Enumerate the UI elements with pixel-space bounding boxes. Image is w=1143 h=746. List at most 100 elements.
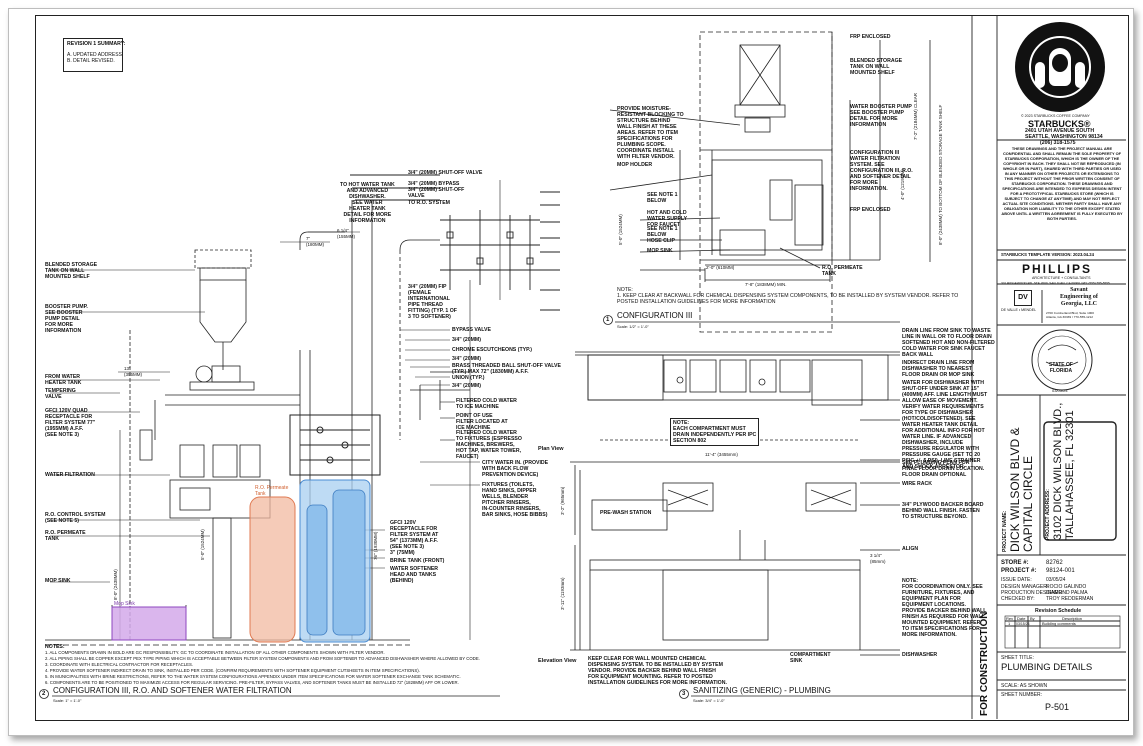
- disclaimer-text: THESE DRAWINGS AND THE PROJECT MANUAL AR…: [1001, 146, 1123, 221]
- s-plywood: 3/4" PLYWOOD BACKER BOARD BEHIND WALL FI…: [902, 502, 984, 520]
- note-item: 5. IN MUNICIPALITIES WITH BRINE RESTRICT…: [45, 674, 461, 679]
- label-brine-tank: BRINE TANK (FRONT): [390, 558, 445, 564]
- note-item: 1. ALL COMPONENTS DRAWN IN BOLD ARE GC R…: [45, 650, 385, 655]
- scale-config-ro: Scale: 1" = 1'-0": [53, 698, 82, 703]
- dim-76: 76" (1930MM): [373, 531, 378, 560]
- revision-summary-title: REVISION 1 SUMMARY:: [67, 41, 126, 47]
- label-city-water: CITY WATER IN. (PROVIDE WITH BACK FLOW P…: [482, 460, 549, 478]
- siren-icon: [1029, 36, 1091, 98]
- architect-name: PHILLIPS: [1022, 262, 1093, 276]
- c3-ro-permeate: R.O. PERMEATE TANK: [822, 265, 863, 277]
- s-floor-drain: SEE PLUMBING PLAN FOR FINAL FLOOR DRAIN …: [902, 460, 985, 478]
- seal-text: STATE OF FLORIDA: [1049, 362, 1073, 374]
- s-dim-11-4: 11'-4" (3455mm): [705, 452, 738, 457]
- label-34-c: 3/4" (20MM): [452, 383, 481, 389]
- c3-config-system: CONFIGURATION III WATER FILTRATION SYSTE…: [850, 150, 913, 192]
- c3-see-note-a: SEE NOTE 1 BELOW: [647, 192, 678, 204]
- engineer-sub: 2700 Cumberland Blvd, Suite 1000 Atlanta…: [1046, 311, 1094, 319]
- s-dim-3-2: 3'-2" (965mm): [560, 486, 565, 515]
- project-address-label: PROJECT ADDRESS:: [1045, 489, 1051, 540]
- label-34-a: 3/4" (20MM): [452, 337, 481, 343]
- design-manager-label: DESIGN MANAGER:: [1001, 584, 1049, 590]
- note-item: 6. COMPONENTS ARE TO BE POSITIONED TO MA…: [45, 680, 459, 685]
- label-pou-filter: POINT OF USE FILTER LOCATED AT ICE MACHI…: [456, 413, 508, 431]
- c3-note: NOTE: 1. KEEP CLEAR AT BACKWALL FOR CHEM…: [617, 287, 959, 305]
- project-label: PROJECT #:: [1001, 568, 1037, 574]
- title-num-3: 3: [682, 691, 686, 697]
- dim-13: 13" (355MM): [124, 366, 143, 377]
- sheet-title-label: SHEET TITLE:: [1001, 655, 1034, 661]
- s-dim-3-14: 3 1/4" (85mm): [870, 553, 886, 564]
- label-gfci-quad: GFCI 120V QUAD RECEPTACLE FOR FILTER SYS…: [45, 408, 96, 438]
- c3-dim-7-2: 7'-2" (2184MM) CLEAR: [913, 93, 918, 140]
- s-note-box: NOTE: EACH COMPARTMENT MUST DRAIN INDEPE…: [670, 418, 760, 446]
- label-ball-valve: BRASS THREADED BALL SHUT-OFF VALVE (TYP.…: [452, 363, 561, 375]
- sheet-number: P-501: [1045, 702, 1070, 712]
- c3-booster: WATER BOOSTER PUMP SEE BOOSTER PUMP DETA…: [850, 104, 912, 128]
- checked-by-label: CHECKED BY:: [1001, 596, 1035, 602]
- sheet-title: PLUMBING DETAILS: [1001, 662, 1093, 673]
- label-from-water-heater: FROM WATER HEATER TANK: [45, 374, 82, 386]
- dv-caption: DE VALLE • MENDEL: [1001, 308, 1037, 312]
- s-drain-line: DRAIN LINE FROM SINK TO WASTE LINE IN WA…: [902, 328, 992, 340]
- label-3-inch: 3" (75MM): [390, 550, 415, 556]
- rev-header-description: Description: [1062, 616, 1083, 621]
- architect-address: 301 RIDGEWOOD RD, STE 2000, SAN JUAN, CA…: [1001, 281, 1110, 285]
- label-shutoff-2: 3/4" (20MM) SHUT-OFF VALVE: [408, 187, 465, 199]
- label-ro-control: R.O. CONTROL SYSTEM (SEE NOTE 5): [45, 512, 106, 524]
- company-address1: 2401 UTAH AVENUE SOUTH: [1025, 128, 1095, 134]
- company-phone: (206) 318-1575: [1040, 140, 1076, 146]
- project-number: 98124-001: [1046, 568, 1075, 574]
- scale-sanitizing: Scale: 3/4" = 1'-0": [693, 698, 725, 703]
- production-designer-label: PRODUCTION DESIGNER:: [1001, 590, 1064, 596]
- scale-text: SCALE: AS SHOWN: [1001, 683, 1048, 689]
- c3-moisture: PROVIDE MOISTURE- RESISTANT BLOCKING TO …: [617, 106, 684, 160]
- revision-item: B. DETAIL REVISED.: [67, 58, 115, 64]
- seal-date: 03/05/24: [1052, 388, 1068, 393]
- company-name: STARBUCKS®: [1028, 119, 1091, 129]
- dim-6-14: 6 1/4" (155MM): [337, 228, 356, 239]
- label-booster-pump: BOOSTER PUMP. SEE BOOSTER PUMP DETAIL FO…: [45, 304, 88, 334]
- s-note-right: NOTE: FOR COORDINATION ONLY. SEE FURNITU…: [902, 578, 987, 638]
- c3-mop-sink: MOP SINK: [647, 248, 673, 254]
- revision-schedule-title: Revision Schedule: [1035, 608, 1082, 614]
- label-to-fixtures: FILTERED COLD WATER TO FIXTURES (ESPRESS…: [456, 430, 522, 460]
- label-blended-storage: BLENDED STORAGE TANK ON WALL MOUNTED SHE…: [45, 262, 98, 280]
- c3-dim-4-0: 4'-0" (1219MM): [900, 169, 905, 200]
- label-fixtures-toilets: FIXTURES (TOILETS, HAND SINKS, DIPPER WE…: [482, 482, 548, 518]
- title-num-2: 2: [42, 691, 46, 697]
- scale-config-iii: Scale: 1/2" = 1'-0": [617, 324, 649, 329]
- dim-8-0: 8'-0" (2438MM): [113, 569, 118, 600]
- label-bypass-valve: BYPASS VALVE: [452, 327, 491, 333]
- c3-dim-8-0: 8'-0" (2438MM) TO BOTTOM OF BLENDED STOR…: [938, 104, 943, 245]
- label-escutcheons: CHROME ESCUTCHEONS (TYP.): [452, 347, 533, 353]
- c3-mop-holder: MOP HOLDER: [617, 162, 653, 168]
- notes-title: NOTES:: [45, 644, 65, 650]
- s-back-wall: BACK WALL: [902, 352, 934, 358]
- rev-row-rev: 1: [1008, 621, 1011, 626]
- note-item: 4. PROVIDE WATER SOFTENER INDIRECT DRAIN…: [45, 668, 420, 673]
- engineer-name: Savant Engineering of Georgia, LLC: [1060, 287, 1098, 307]
- store-number: 82762: [1046, 560, 1063, 566]
- c3-dim-5-0: 5'-0" (1524MM): [618, 214, 623, 245]
- drawing-sheet: [8, 8, 1134, 736]
- revision-summary-box: [63, 38, 123, 72]
- dim-7: 7" (180MM): [306, 236, 325, 247]
- note-item: 3. COORDINATE WITH ELECTRICAL CONTRACTOR…: [45, 662, 194, 667]
- project-address: 3102 DICK WILSON BLVD., TALLAHASSEE, FL …: [1052, 402, 1076, 540]
- checked-by: TROY REDDERMAN: [1046, 596, 1094, 602]
- rev-row-description: Building comments: [1042, 621, 1076, 626]
- design-manager: ROCIO GALINDO: [1046, 584, 1087, 590]
- s-prewash: PRE-WASH STATION: [600, 510, 652, 516]
- title-config-iii: CONFIGURATION III: [617, 311, 693, 320]
- rev-header-date: Date: [1017, 616, 1026, 621]
- label-to-ro: TO R.O. SYSTEM: [408, 200, 450, 206]
- c3-hot-cold: HOT AND COLD WATER SUPPLY FOR FAUCET: [647, 210, 688, 228]
- c3-see-note-b: SEE NOTE 1 BELOW: [647, 226, 678, 238]
- rev-row-date: 03/15/24: [1016, 622, 1030, 626]
- c3-dim-7-8: 7'-8" (1838MM) MIN.: [745, 282, 787, 287]
- revision-item: A. UPDATED ADDRESS: [67, 52, 122, 58]
- c3-frp-mid: FRP ENCLOSED: [850, 207, 891, 213]
- elevation-view-label: Elevation View: [538, 658, 577, 664]
